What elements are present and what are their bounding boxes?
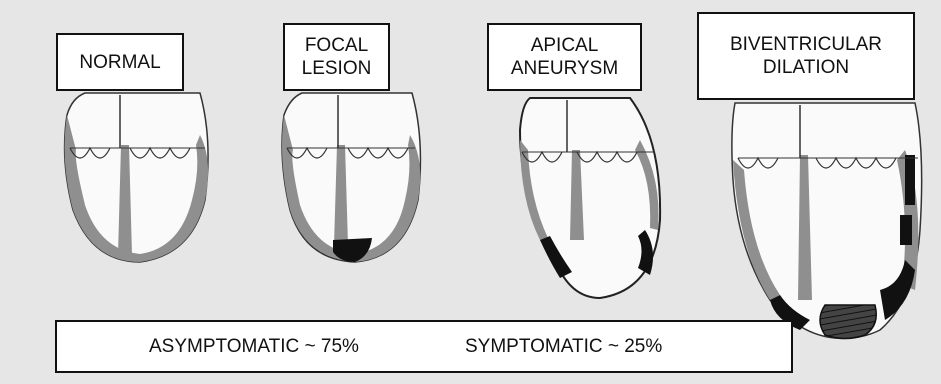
asymptomatic-text: ASYMPTOMATIC ~ 75% [149, 336, 359, 358]
label-normal-line-1: NORMAL [79, 51, 160, 74]
label-apical-line-2: ANEURYSM [511, 57, 618, 80]
heart-biventricular-apex [820, 305, 876, 339]
label-focal-line-1: FOCAL [305, 34, 368, 57]
label-apical-line-1: APICAL [531, 34, 599, 57]
label-focal-line-2: LESION [302, 57, 372, 80]
label-biventricular-line-2: DILATION [763, 56, 849, 79]
prevalence-footer: ASYMPTOMATIC ~ 75% SYMPTOMATIC ~ 25% [55, 320, 793, 373]
heart-apical [520, 98, 660, 298]
label-biventricular-dilation: BIVENTRICULAR DILATION [697, 12, 915, 100]
heart-biventricular [732, 103, 922, 339]
label-biventricular-line-1: BIVENTRICULAR [730, 33, 882, 56]
symptomatic-text: SYMPTOMATIC ~ 25% [465, 336, 662, 358]
label-apical-aneurysm: APICAL ANEURYSM [487, 23, 642, 91]
label-focal-lesion: FOCAL LESION [283, 23, 390, 91]
heart-focal [282, 93, 420, 262]
heart-normal [65, 93, 208, 262]
label-normal: NORMAL [56, 33, 184, 91]
